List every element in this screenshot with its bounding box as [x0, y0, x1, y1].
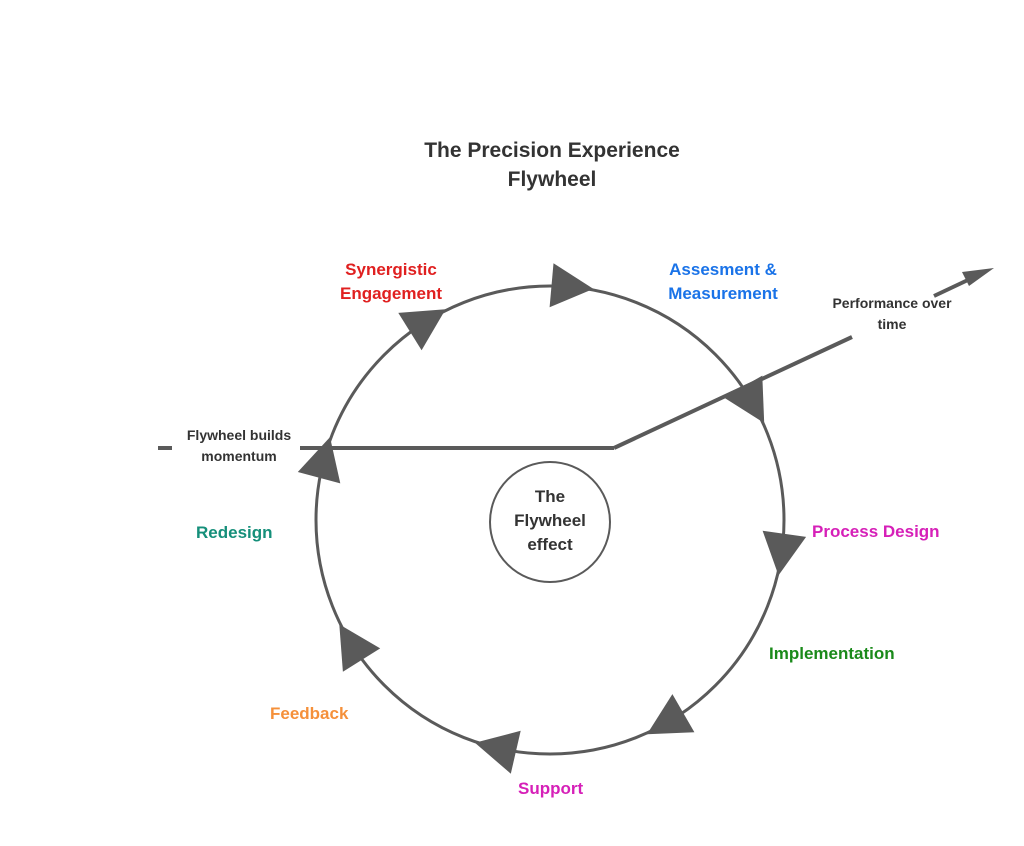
center-label-line-1: The [534, 487, 566, 506]
stage-assessment-line-2: Measurement [668, 284, 778, 303]
flywheel-arrow-bottom [474, 730, 521, 774]
flywheel-hub [489, 461, 611, 583]
stage-assessment-measurement: Assesment & Measurement [648, 258, 798, 306]
stage-synergistic-engagement: Synergistic Engagement [318, 258, 464, 306]
center-label-line-2: Flywheel [514, 511, 586, 530]
center-label-line-3: effect [527, 535, 573, 554]
flywheel-arrow-upper-left [398, 309, 446, 351]
stage-synergistic-line-2: Engagement [339, 284, 443, 303]
stage-implementation: Implementation [769, 644, 895, 663]
flywheel-ring [314, 284, 786, 756]
diagram-title: The Precision Experience Flywheel [352, 136, 752, 194]
stage-redesign: Redesign [196, 523, 273, 542]
center-label: The Flywheel effect [490, 485, 610, 557]
stage-feedback: Feedback [270, 704, 349, 723]
stage-assessment-line-1: Assesment & [669, 260, 777, 279]
momentum-label-line-1: Flywheel builds [186, 427, 292, 443]
momentum-label-line-2: momentum [201, 448, 277, 464]
flywheel-arrow-upper-right [724, 375, 765, 423]
flywheel-arrow-left [297, 437, 341, 484]
flywheel-arrow-lower-right [647, 694, 695, 735]
flywheel-arrow-right [762, 530, 807, 576]
stage-synergistic-line-1: Synergistic [345, 260, 437, 279]
performance-arrowhead [962, 268, 994, 286]
flywheel-arrow-top [549, 263, 594, 308]
stage-process-design: Process Design [812, 522, 940, 541]
performance-label-line-1: Performance over [832, 295, 952, 311]
performance-over-time-label: Performance over time [816, 293, 968, 335]
performance-line-end [933, 277, 971, 298]
flywheel-builds-momentum-label: Flywheel builds momentum [172, 425, 306, 467]
flywheel-arrow-lower-left [339, 624, 381, 672]
performance-label-line-2: time [877, 316, 907, 332]
title-line-1: The Precision Experience [424, 139, 680, 162]
stage-support: Support [518, 779, 584, 798]
title-line-2: Flywheel [507, 168, 597, 191]
